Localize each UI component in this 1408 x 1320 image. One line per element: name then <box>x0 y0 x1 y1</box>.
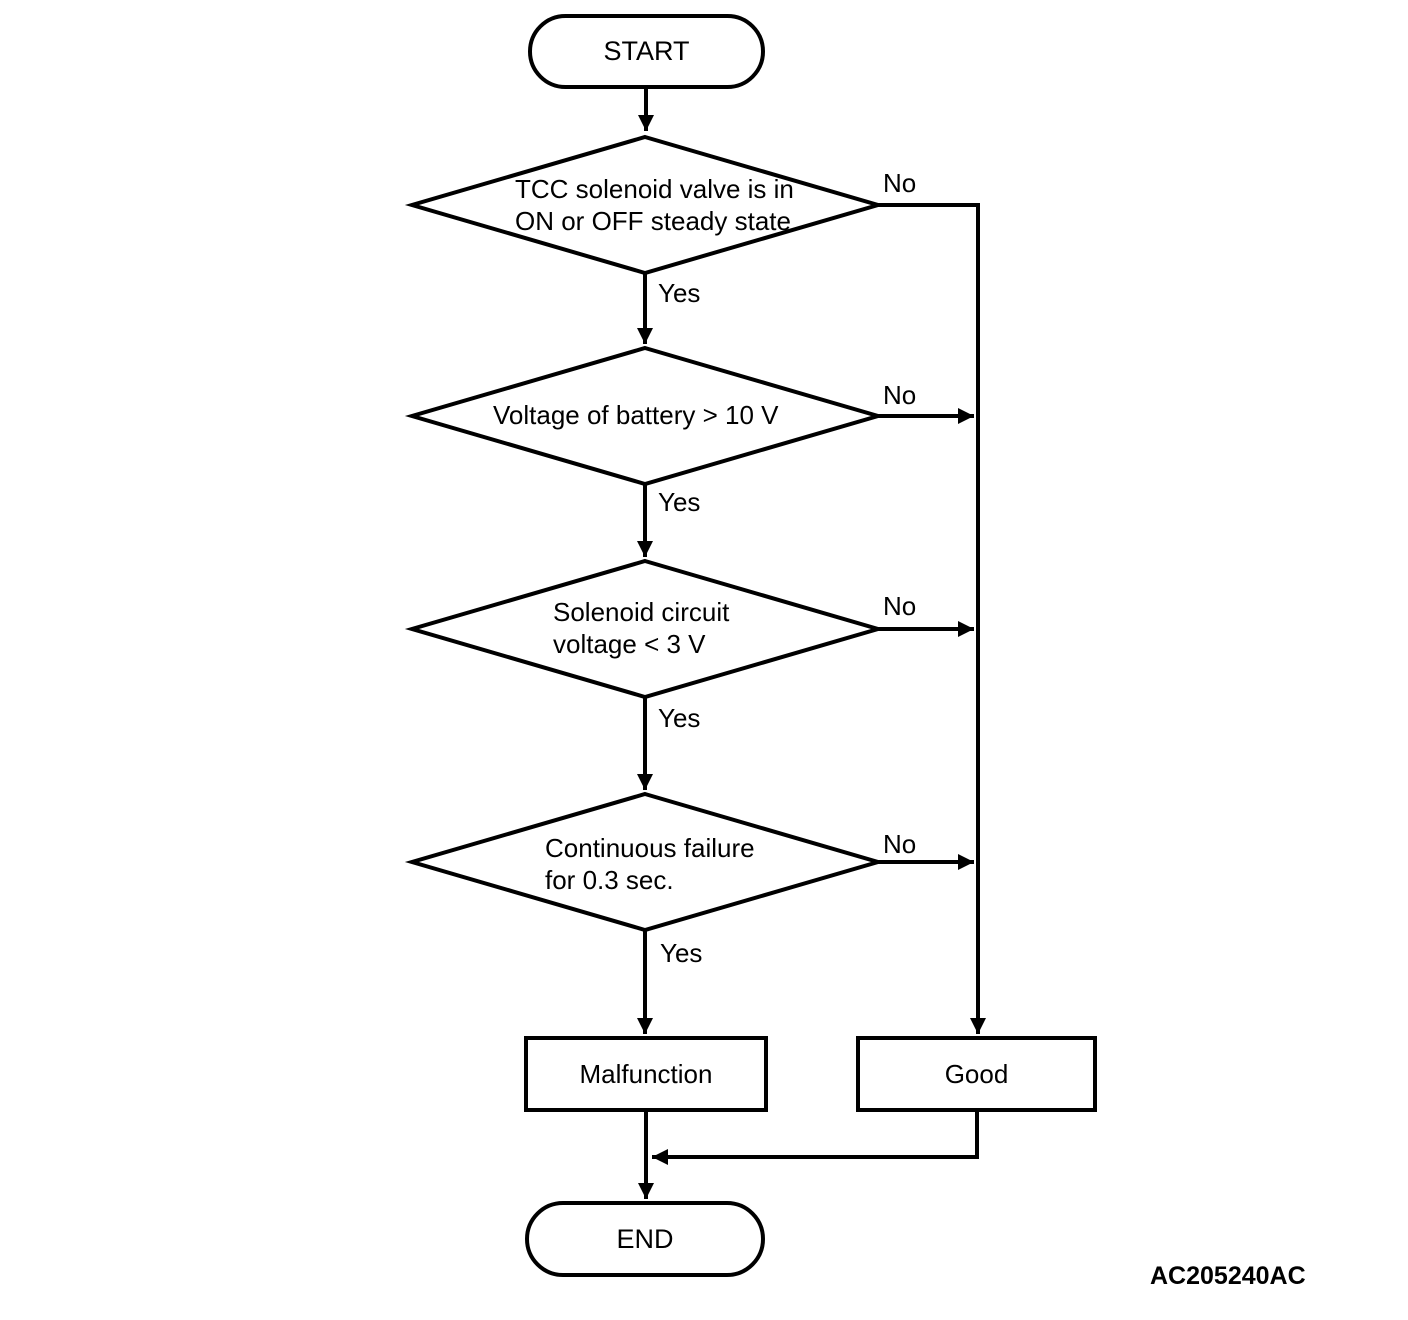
malfunction-label: Malfunction <box>579 1058 713 1089</box>
good-label: Good <box>944 1058 1009 1089</box>
end-terminator <box>525 1201 765 1277</box>
decision1-no-label: No <box>883 168 917 198</box>
connector-decision1-no-to-good <box>878 203 986 1034</box>
decision3-label: Solenoid circuit voltage < 3 V <box>553 597 730 659</box>
figure-code: AC205240AC <box>1150 1262 1306 1290</box>
decision2-label: Voltage of battery > 10 V <box>493 400 779 430</box>
connector-good-merge <box>652 1110 979 1165</box>
decision1-yes-label: Yes <box>658 278 701 308</box>
decision2-diamond <box>404 345 886 487</box>
decision3-no-label: No <box>883 591 917 621</box>
malfunction-box <box>524 1036 768 1112</box>
decision1-diamond <box>404 134 886 276</box>
decision1-label: TCC solenoid valve is in ON or OFF stead… <box>515 174 794 236</box>
decision2-no-label: No <box>883 380 917 410</box>
good-box <box>856 1036 1097 1112</box>
start-terminator <box>528 14 765 89</box>
decision4-yes-label: Yes <box>660 938 703 968</box>
decision2-yes-label: Yes <box>658 487 701 517</box>
decision3-yes-label: Yes <box>658 703 701 733</box>
decision4-no-label: No <box>883 829 917 859</box>
decision4-label: Continuous failure for 0.3 sec. <box>545 833 755 895</box>
end-label: END <box>616 1223 674 1254</box>
decision4-diamond <box>404 791 886 933</box>
decision3-diamond <box>404 558 886 700</box>
start-label: START <box>603 36 690 66</box>
